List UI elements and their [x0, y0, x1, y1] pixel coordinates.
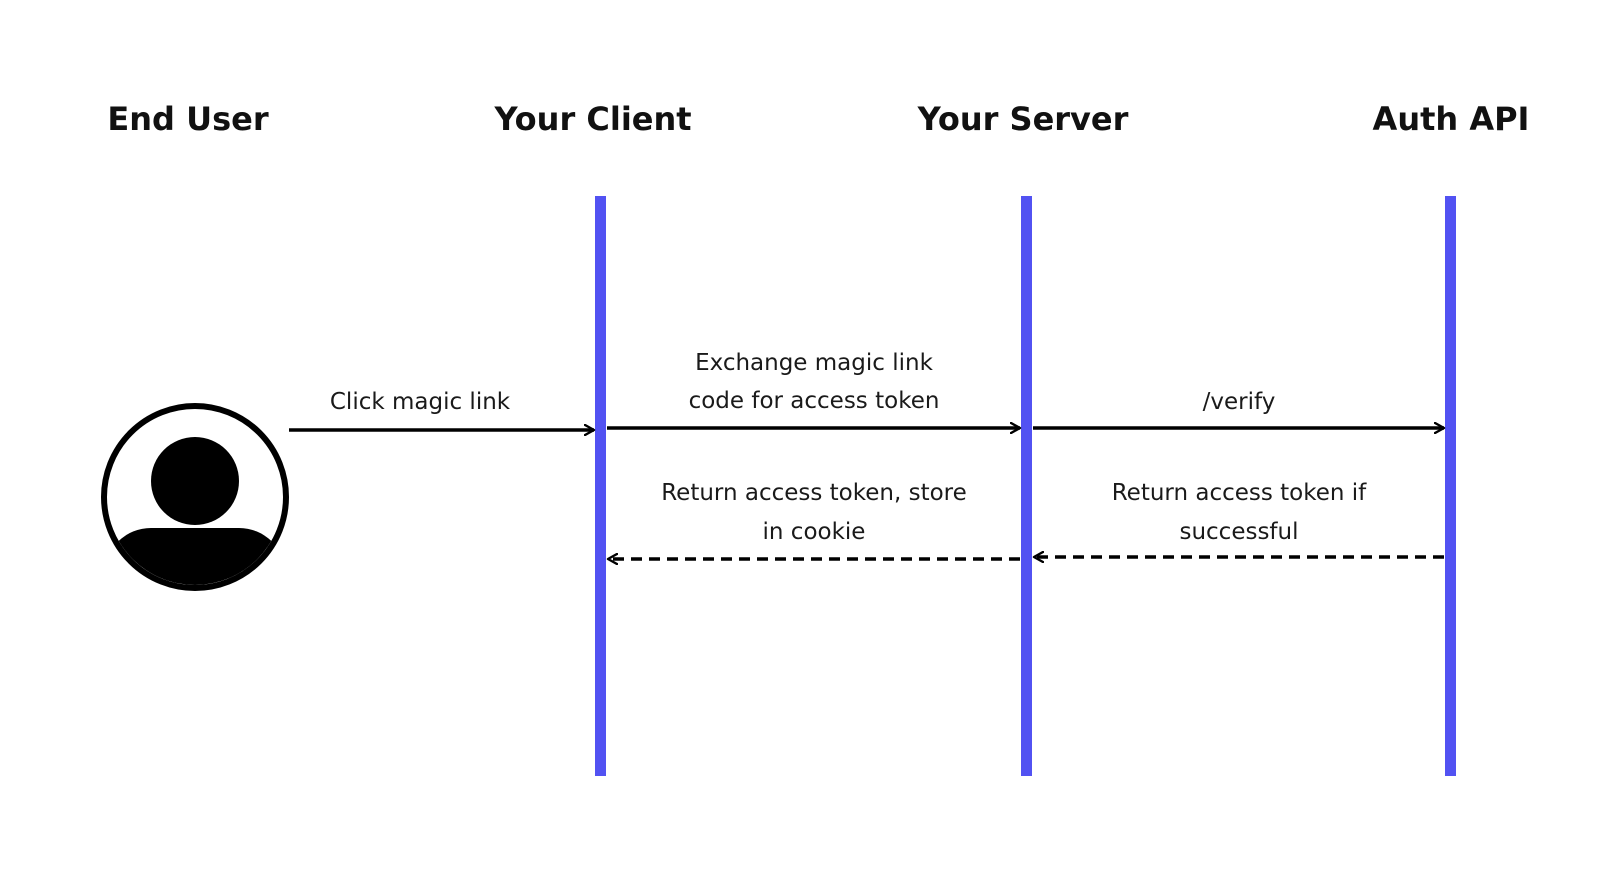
message-verify: /verify	[1033, 389, 1444, 428]
label-click-magic-link: Click magic link	[330, 389, 511, 415]
label-return-token-if-successful-line-1: Return access token if	[1112, 480, 1367, 506]
label-return-token-store-cookie-line-2: in cookie	[763, 519, 866, 545]
message-exchange-code: Exchange magic link code for access toke…	[607, 350, 1020, 428]
avatar-head	[151, 437, 239, 525]
lifeline-your-server	[1021, 196, 1032, 776]
actor-title-auth-api: Auth API	[1373, 100, 1530, 138]
lifeline-your-client	[595, 196, 606, 776]
messages: Click magic link Exchange magic link cod…	[289, 350, 1444, 559]
lifelines	[595, 196, 1456, 776]
message-click-magic-link: Click magic link	[289, 389, 594, 430]
label-exchange-code-line-2: code for access token	[689, 388, 940, 414]
actor-title-your-client: Your Client	[493, 100, 691, 138]
label-return-token-store-cookie-line-1: Return access token, store	[661, 480, 967, 506]
user-avatar-icon	[101, 403, 289, 591]
avatar-shoulders	[107, 528, 283, 585]
actor-title-your-server: Your Server	[917, 100, 1129, 138]
message-return-token-if-successful: Return access token if successful	[1034, 480, 1444, 557]
label-return-token-if-successful-line-2: successful	[1179, 519, 1298, 545]
label-verify: /verify	[1203, 389, 1276, 415]
avatar-ring	[101, 403, 289, 591]
lifeline-auth-api	[1445, 196, 1456, 776]
actor-title-end-user: End User	[107, 100, 268, 138]
actor-titles: End User Your Client Your Server Auth AP…	[107, 100, 1529, 138]
label-exchange-code-line-1: Exchange magic link	[695, 350, 933, 376]
message-return-token-store-cookie: Return access token, store in cookie	[608, 480, 1020, 559]
